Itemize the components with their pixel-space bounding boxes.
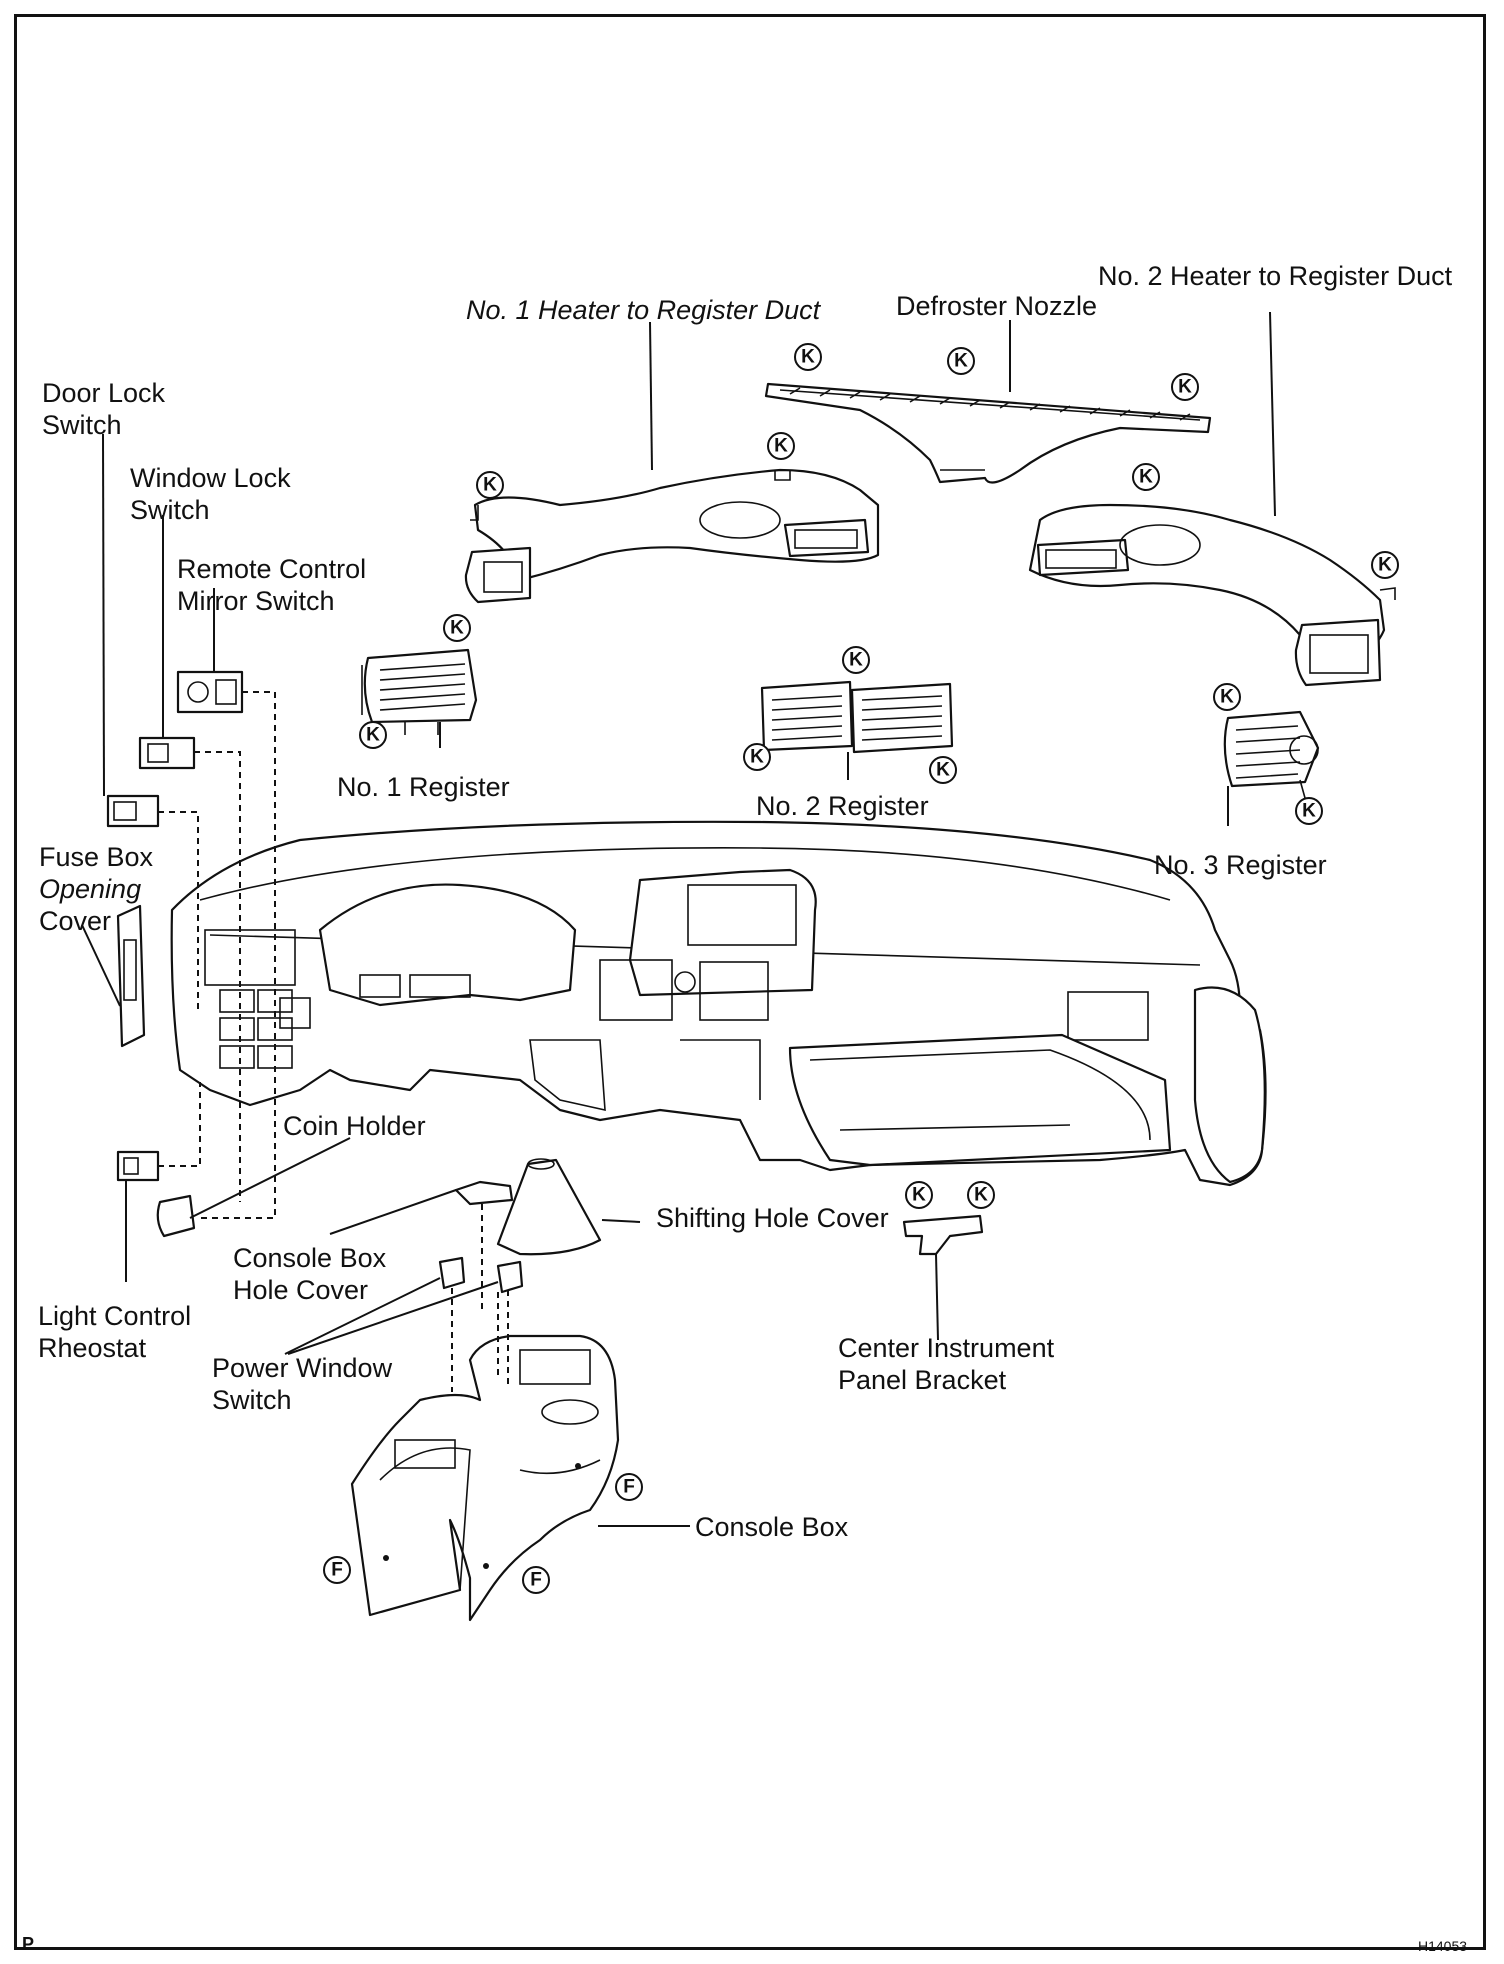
label-no1-heater-duct: No. 1 Heater to Register Duct xyxy=(466,295,821,325)
coin-holder-part xyxy=(156,1194,196,1238)
console-box-part xyxy=(350,1334,620,1622)
label-line: Panel Bracket xyxy=(838,1365,1007,1395)
svg-text:K: K xyxy=(936,760,950,781)
label-remote-mirror-switch: Remote Control Mirror Switch xyxy=(177,553,366,617)
svg-text:K: K xyxy=(774,436,788,457)
defroster-nozzle-part xyxy=(764,382,1212,484)
svg-text:F: F xyxy=(331,1560,343,1581)
label-line: Hole Cover xyxy=(233,1275,369,1305)
console-box-hole-cover-part xyxy=(454,1180,514,1206)
marker-k: K xyxy=(842,646,870,674)
instrument-panel-part xyxy=(170,820,1267,1187)
fuse-box-cover-part xyxy=(116,904,146,1048)
leader-lines xyxy=(81,311,1276,1527)
svg-text:K: K xyxy=(366,725,380,746)
shifting-hole-cover-part xyxy=(496,1158,602,1256)
no3-register-part xyxy=(1223,710,1320,799)
marker-k: K xyxy=(476,471,504,499)
remote-mirror-switch-part xyxy=(176,670,244,714)
label-line: Switch xyxy=(130,495,210,525)
no2-heater-duct-part xyxy=(1028,503,1396,687)
label-line: Center Instrument xyxy=(838,1333,1055,1363)
svg-text:F: F xyxy=(530,1570,542,1591)
marker-k: K xyxy=(359,721,387,749)
label-line: Mirror Switch xyxy=(177,586,335,616)
label-fuse-box-cover: Fuse Box Opening Cover xyxy=(39,841,153,937)
svg-text:K: K xyxy=(1378,555,1392,576)
window-lock-switch-part xyxy=(138,736,196,770)
no2-register-part xyxy=(760,680,954,754)
label-console-box-hole-cover: Console Box Hole Cover xyxy=(233,1242,386,1306)
label-line: Door Lock xyxy=(42,378,166,408)
marker-k: K xyxy=(967,1181,995,1209)
marker-f: F xyxy=(522,1566,550,1594)
svg-text:K: K xyxy=(450,618,464,639)
marker-k: K xyxy=(794,343,822,371)
label-no1-register: No. 1 Register xyxy=(337,772,510,802)
label-no2-heater-duct: No. 2 Heater to Register Duct xyxy=(1098,261,1453,291)
no1-register-part xyxy=(361,648,478,735)
door-lock-switch-part xyxy=(106,794,160,828)
label-shifting-hole-cover: Shifting Hole Cover xyxy=(656,1203,889,1233)
label-line: Cover xyxy=(39,906,112,936)
label-coin-holder: Coin Holder xyxy=(283,1111,426,1141)
no1-heater-duct-part xyxy=(464,468,880,604)
label-no3-register: No. 3 Register xyxy=(1154,850,1327,880)
label-light-control-rheostat: Light Control Rheostat xyxy=(38,1300,191,1364)
figure-code: H14053 xyxy=(1418,1938,1468,1954)
svg-text:K: K xyxy=(801,347,815,368)
marker-k: K xyxy=(905,1181,933,1209)
svg-text:F: F xyxy=(623,1477,635,1498)
label-line: Fuse Box xyxy=(39,842,154,872)
svg-text:K: K xyxy=(483,475,497,496)
label-line: Window Lock xyxy=(130,463,291,493)
marker-k: K xyxy=(929,756,957,784)
svg-text:K: K xyxy=(1302,801,1316,822)
label-door-lock-switch: Door Lock Switch xyxy=(42,377,165,441)
svg-text:K: K xyxy=(849,650,863,671)
marker-k: K xyxy=(1295,797,1323,825)
label-console-box: Console Box xyxy=(695,1512,849,1542)
marker-k: K xyxy=(743,743,771,771)
svg-text:K: K xyxy=(954,351,968,372)
label-power-window-switch: Power Window Switch xyxy=(212,1352,392,1416)
label-line: Console Box xyxy=(233,1243,387,1273)
marker-k: K xyxy=(1132,463,1160,491)
marker-k: K xyxy=(947,347,975,375)
svg-text:K: K xyxy=(750,747,764,768)
svg-text:K: K xyxy=(1139,467,1153,488)
marker-k: K xyxy=(443,614,471,642)
label-line: Switch xyxy=(212,1385,292,1415)
label-line: Power Window xyxy=(212,1353,393,1383)
marker-k: K xyxy=(1371,551,1399,579)
diagram-frame xyxy=(14,14,1486,1950)
label-line: Rheostat xyxy=(38,1333,147,1363)
power-window-switch-part xyxy=(438,1256,524,1294)
svg-text:K: K xyxy=(1178,377,1192,398)
marker-f: F xyxy=(615,1473,643,1501)
label-window-lock-switch: Window Lock Switch xyxy=(130,462,291,526)
label-line: Opening xyxy=(39,874,142,904)
label-center-panel-bracket: Center Instrument Panel Bracket xyxy=(838,1332,1054,1396)
marker-k: K xyxy=(1171,373,1199,401)
label-line: Remote Control xyxy=(177,554,367,584)
label-line: Switch xyxy=(42,410,122,440)
svg-text:K: K xyxy=(912,1185,926,1206)
marker-k: K xyxy=(1213,683,1241,711)
footer-page-mark: P xyxy=(22,1934,35,1954)
svg-text:K: K xyxy=(1220,687,1234,708)
label-no2-register: No. 2 Register xyxy=(756,791,929,821)
light-control-rheostat-part xyxy=(116,1150,160,1182)
marker-k: K xyxy=(767,432,795,460)
center-panel-bracket-part xyxy=(902,1214,984,1256)
marker-f: F xyxy=(323,1556,351,1584)
label-line: Light Control xyxy=(38,1301,192,1331)
svg-text:K: K xyxy=(974,1185,988,1206)
label-defroster-nozzle: Defroster Nozzle xyxy=(896,291,1098,321)
